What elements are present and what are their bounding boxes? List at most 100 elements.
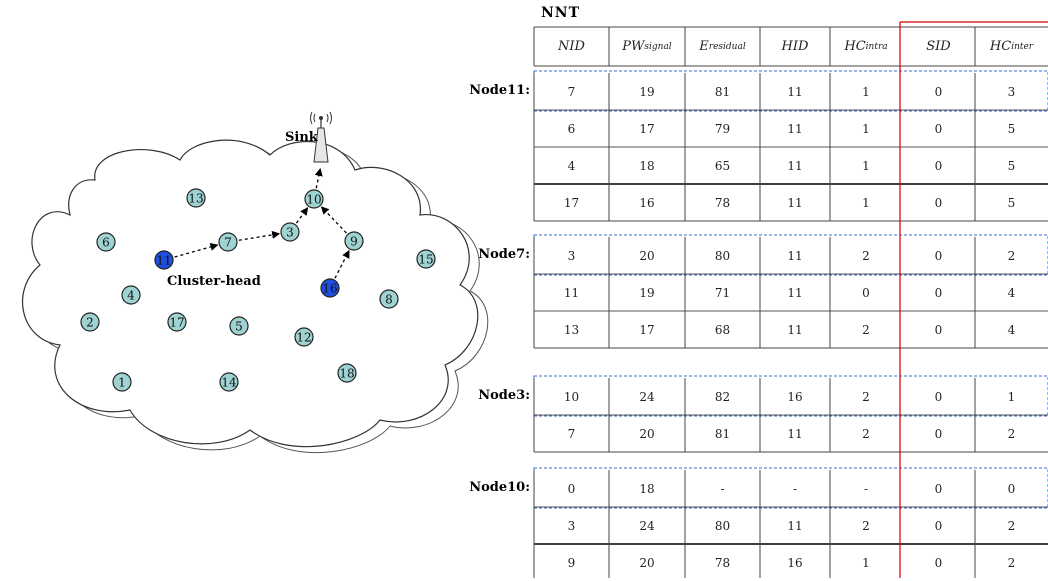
- table-cell: 0: [934, 518, 943, 533]
- sensor-node-7: [218, 232, 238, 252]
- sink-label: Sink: [285, 130, 319, 145]
- table-cell: 11: [787, 84, 803, 99]
- table-cell: 2: [1007, 426, 1016, 441]
- table-cell: 2: [862, 518, 870, 533]
- sensor-node-12: [294, 327, 314, 347]
- table-header-main: PW: [622, 39, 645, 54]
- table-cell: 65: [714, 158, 731, 173]
- table-cell: 1: [862, 121, 870, 136]
- table-cell: 11: [787, 518, 803, 533]
- table-header-main: HC: [844, 39, 866, 54]
- table-cell: -: [720, 481, 725, 496]
- table-cell: 20: [639, 248, 655, 263]
- table-cell: 0: [934, 248, 943, 263]
- table-cell: 1: [862, 555, 870, 570]
- sensor-node-label: 7: [224, 236, 232, 250]
- table-cell: 20: [639, 426, 655, 441]
- table-cell: 0: [862, 285, 870, 300]
- sensor-node-label: 6: [102, 236, 110, 250]
- table-cell: 2: [862, 426, 870, 441]
- table-cell: 16: [787, 555, 803, 570]
- table-cell: 4: [1007, 285, 1016, 300]
- table-cell: 0: [934, 195, 943, 210]
- table-cell: 11: [787, 285, 803, 300]
- table-cell: 13: [563, 322, 580, 337]
- route-to-sink-arrow: [238, 230, 281, 241]
- route-to-sink-arrow: [174, 243, 219, 258]
- table-cell: 11: [787, 195, 803, 210]
- sensor-node-16: [320, 278, 340, 298]
- sensor-node-label: 4: [127, 289, 135, 303]
- table-cell: 1: [862, 84, 870, 99]
- table-cell: 2: [1007, 248, 1016, 263]
- sensor-node-label: 2: [86, 316, 94, 330]
- sensor-node-13: [186, 188, 206, 208]
- table-cell: 81: [714, 426, 731, 441]
- table-cell: 17: [639, 121, 655, 136]
- table-cell: 18: [639, 481, 655, 496]
- table-header-main: E: [699, 39, 709, 54]
- table-header-cell: NID: [534, 27, 609, 66]
- cluster-head-label: Cluster-head: [167, 274, 261, 289]
- table-cell: 0: [934, 158, 943, 173]
- table-header-main: HC: [989, 39, 1012, 54]
- table-cell: 16: [787, 389, 803, 404]
- table-cell: 2: [1007, 555, 1016, 570]
- table-cell: 82: [714, 389, 731, 404]
- cloud-network-area: [22, 139, 479, 448]
- table-cell: 5: [1007, 121, 1016, 136]
- table-cell: 10: [563, 389, 580, 404]
- sensor-node-14: [219, 372, 239, 392]
- table-cell: 7: [567, 84, 576, 99]
- table-cell: 24: [639, 518, 655, 533]
- table-cell: 80: [714, 248, 731, 263]
- sensor-node-10: [304, 189, 324, 209]
- table-header-cell: SID: [902, 27, 975, 66]
- table-header-main: HID: [781, 39, 809, 54]
- sensor-node-label: 10: [306, 193, 321, 207]
- sensor-node-4: [121, 285, 141, 305]
- table-header-sub: intra: [865, 41, 888, 52]
- table-cell: 0: [567, 481, 576, 496]
- table-cell: 19: [639, 285, 655, 300]
- table-cell: 2: [862, 322, 870, 337]
- table-cell: -: [792, 481, 798, 496]
- sensor-node-label: 9: [350, 235, 358, 249]
- sensor-node-label: 12: [296, 331, 311, 345]
- sensor-node-label: 5: [235, 320, 243, 334]
- route-from-16-arrow: [320, 206, 347, 234]
- table-cell: 0: [934, 555, 943, 570]
- sensor-node-label: 8: [385, 293, 393, 307]
- group-label: Node3:: [478, 388, 530, 403]
- group-label: Node11:: [469, 83, 530, 98]
- sensor-node-label: 17: [169, 316, 184, 330]
- table-cell: 0: [934, 481, 943, 496]
- sensor-node-17: [167, 312, 187, 332]
- sensor-node-label: 14: [221, 376, 237, 390]
- table-cell: 0: [934, 389, 943, 404]
- table-cell: 0: [934, 285, 943, 300]
- sensor-node-18: [337, 363, 357, 383]
- table-cell: 7: [567, 426, 576, 441]
- table-cell: 11: [787, 121, 803, 136]
- table-cell: 68: [714, 322, 731, 337]
- sensor-node-8: [379, 289, 399, 309]
- sensor-node-5: [229, 316, 249, 336]
- table-cell: 5: [1007, 158, 1016, 173]
- table-cell: 4: [567, 158, 576, 173]
- table-title: NNT: [541, 5, 581, 21]
- sensor-node-9: [344, 231, 364, 251]
- table-cell: 16: [639, 195, 655, 210]
- group-label: Node7:: [478, 247, 530, 262]
- group-label: Node10:: [469, 480, 530, 495]
- table-header-cell: HID: [760, 27, 830, 66]
- table-cell: 1: [1007, 389, 1016, 404]
- table-header-sub: inter: [1011, 41, 1034, 52]
- sensor-node-15: [416, 249, 436, 269]
- table-cell: 3: [1007, 84, 1016, 99]
- table-cell: 2: [862, 389, 870, 404]
